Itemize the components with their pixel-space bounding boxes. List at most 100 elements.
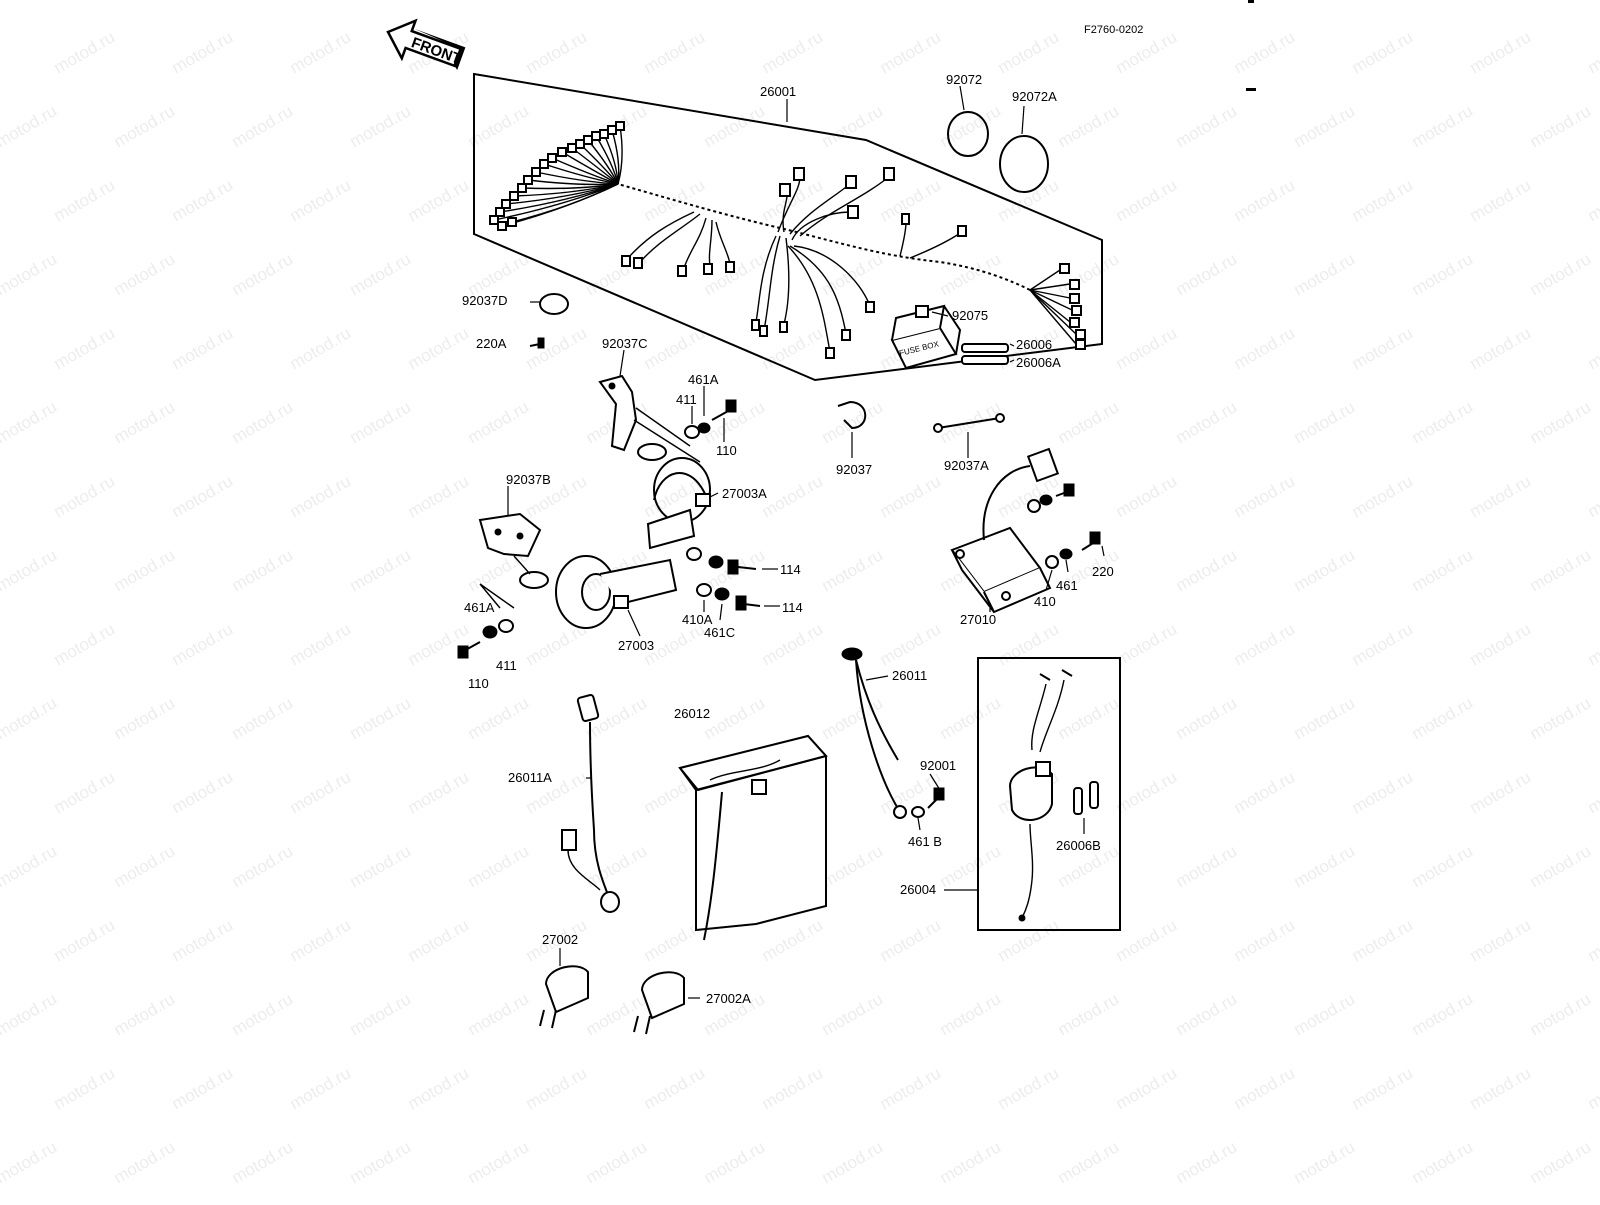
watermark-text: motod.ru [937, 101, 1005, 151]
watermark-text: motod.ru [1231, 915, 1299, 965]
washer [1060, 549, 1072, 559]
label-461a-top: 461A [688, 372, 719, 387]
watermark-text: motod.ru [1349, 471, 1417, 521]
label-110-low: 110 [468, 676, 489, 691]
watermark-text: motod.ru [1527, 1137, 1595, 1187]
watermark-text: motod.ru [1055, 101, 1123, 151]
watermark-text: motod.ru [111, 841, 179, 891]
watermark-text: motod.ru [1055, 249, 1123, 299]
harness-connector [502, 200, 510, 208]
label-26011: 26011 [892, 668, 927, 683]
watermark-text: motod.ru [1113, 175, 1181, 225]
label-461: 461 [1056, 578, 1078, 593]
watermark-text: motod.ru [405, 323, 473, 373]
watermark-text: motod.ru [1409, 397, 1477, 447]
watermark-text: motod.ru [1409, 249, 1477, 299]
harness-connector [496, 208, 504, 216]
watermark-text: motod.ru [819, 989, 887, 1039]
washer [698, 423, 710, 433]
watermark-text: motod.ru [701, 693, 769, 743]
watermark-text: motod.ru [111, 101, 179, 151]
harness-wire [588, 140, 618, 184]
label-27003: 27003 [618, 638, 654, 653]
watermark-text: motod.ru [287, 323, 355, 373]
harness-connector [490, 216, 498, 224]
harness-connector [524, 176, 532, 184]
watermark-text: motod.ru [51, 175, 119, 225]
washer [912, 807, 924, 817]
watermark-text: motod.ru [1349, 175, 1417, 225]
watermark-text: motod.ru [1409, 989, 1477, 1039]
watermark-text: motod.ru [405, 175, 473, 225]
watermark-text: motod.ru [819, 1137, 887, 1187]
watermark-text: motod.ru [995, 1063, 1063, 1113]
watermark-text: motod.ru [819, 545, 887, 595]
watermark-text: motod.ru [1409, 0, 1477, 3]
watermark-text: motod.ru [1585, 175, 1600, 225]
bolt [458, 642, 480, 658]
watermark-text: motod.ru [0, 101, 60, 151]
watermark-text: motod.ru [1291, 989, 1359, 1039]
watermark-text: motod.ru [1113, 323, 1181, 373]
label-410: 410 [1034, 594, 1056, 609]
watermark-text: motod.ru [877, 915, 945, 965]
wire-harness [490, 122, 1085, 358]
watermark-text: motod.ru [1173, 545, 1241, 595]
watermark-text: motod.ru [229, 989, 297, 1039]
label-461a-low: 461A [464, 600, 495, 615]
watermark-text: motod.ru [1467, 175, 1535, 225]
watermark-text: motod.ru [1113, 1063, 1181, 1113]
label-27003a: 27003A [722, 486, 767, 501]
watermark-text: motod.ru [1231, 619, 1299, 669]
starter-relay [1010, 670, 1098, 921]
watermark-text: motod.ru [701, 101, 769, 151]
watermark-text: motod.ru [1467, 27, 1535, 77]
watermark-text: motod.ru [229, 101, 297, 151]
watermark-text: motod.ru [347, 841, 415, 891]
watermark-text: motod.ru [1527, 989, 1595, 1039]
watermark-text: motod.ru [465, 0, 533, 3]
label-92037c: 92037C [602, 336, 648, 351]
label-92072: 92072 [946, 72, 982, 87]
watermark-text: motod.ru [229, 249, 297, 299]
watermark-text: motod.ru [465, 693, 533, 743]
watermark-text: motod.ru [169, 619, 237, 669]
watermark-text: motod.ru [287, 175, 355, 225]
watermark-text: motod.ru [1173, 397, 1241, 447]
watermark-text: motod.ru [229, 1137, 297, 1187]
watermark-text: motod.ru [937, 693, 1005, 743]
watermark-text: motod.ru [1291, 397, 1359, 447]
label-26006b: 26006B [1056, 838, 1101, 853]
watermark-text: motod.ru [877, 27, 945, 77]
watermark-text: motod.ru [937, 989, 1005, 1039]
watermark-text: motod.ru [465, 249, 533, 299]
label-92075: 92075 [952, 308, 988, 323]
label-92037b: 92037B [506, 472, 551, 487]
watermark-text: motod.ru [51, 767, 119, 817]
washer [1028, 500, 1040, 512]
watermark-text: motod.ru [111, 693, 179, 743]
watermark-text: motod.ru [641, 27, 709, 77]
label-26004: 26004 [900, 882, 936, 897]
label-27002: 27002 [542, 932, 578, 947]
watermark-text: motod.ru [229, 397, 297, 447]
watermark-text: motod.ru [111, 249, 179, 299]
watermark-text: motod.ru [1527, 101, 1595, 151]
watermark-text: motod.ru [111, 989, 179, 1039]
watermark-text: motod.ru [701, 1137, 769, 1187]
horn-bracket-upper [600, 376, 700, 462]
watermark-text: motod.ru [1467, 619, 1535, 669]
watermark-text: motod.ru [1409, 841, 1477, 891]
label-92001: 92001 [920, 758, 956, 773]
watermark-text: motod.ru [169, 471, 237, 521]
washer [499, 620, 513, 632]
watermark-text: motod.ru [0, 397, 60, 447]
washer [685, 426, 699, 438]
watermark-text: motod.ru [465, 841, 533, 891]
watermark-text: motod.ru [523, 1063, 591, 1113]
washer [697, 584, 711, 596]
watermark-text: motod.ru [1467, 323, 1535, 373]
watermark-text: motod.ru [1055, 397, 1123, 447]
watermark-text: motod.ru [229, 0, 297, 3]
